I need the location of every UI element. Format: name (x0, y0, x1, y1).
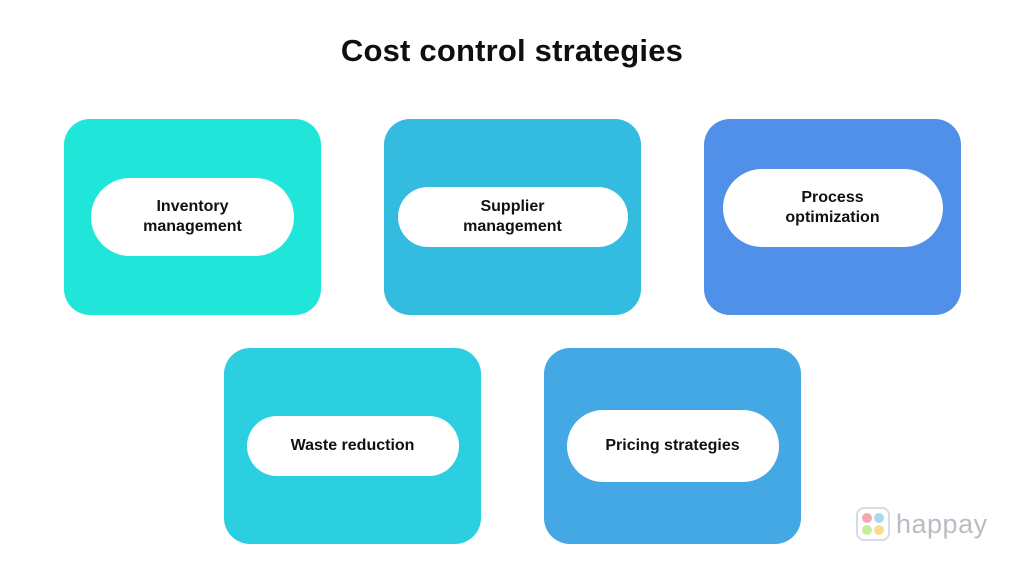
strategy-label-pill: Pricing strategies (566, 410, 779, 482)
strategy-card-inventory-management: Inventory management (64, 119, 321, 315)
strategy-label-line: Pricing strategies (605, 437, 740, 454)
strategy-label-line: Supplier (480, 198, 545, 215)
strategy-card-supplier-management: Supplier management (384, 119, 641, 315)
strategy-label-pill: Supplier management (397, 187, 628, 247)
logo-dot (862, 525, 872, 535)
strategy-label-line: Process (801, 189, 864, 206)
strategy-label-pill: Inventory management (91, 178, 294, 256)
strategy-card-pricing-strategies: Pricing strategies (544, 348, 801, 544)
logo-dot (874, 525, 884, 535)
page-title: Cost control strategies (340, 33, 684, 68)
happay-logo-icon (856, 507, 890, 541)
strategy-label-line: Inventory (156, 198, 229, 215)
logo-dot (874, 513, 884, 523)
strategy-label-pill: Waste reduction (246, 416, 459, 476)
strategy-label-pill: Process optimization (722, 169, 943, 247)
strategy-label-line: management (143, 218, 242, 235)
logo-dot (862, 513, 872, 523)
strategy-label-line: Waste reduction (290, 437, 415, 454)
strategy-label-line: management (463, 218, 562, 235)
strategy-card-waste-reduction: Waste reduction (224, 348, 481, 544)
logo-text: happay (896, 508, 988, 539)
happay-logo: happay (856, 507, 988, 541)
strategy-card-process-optimization: Process optimization (704, 119, 961, 315)
strategy-label-line: optimization (785, 209, 880, 226)
